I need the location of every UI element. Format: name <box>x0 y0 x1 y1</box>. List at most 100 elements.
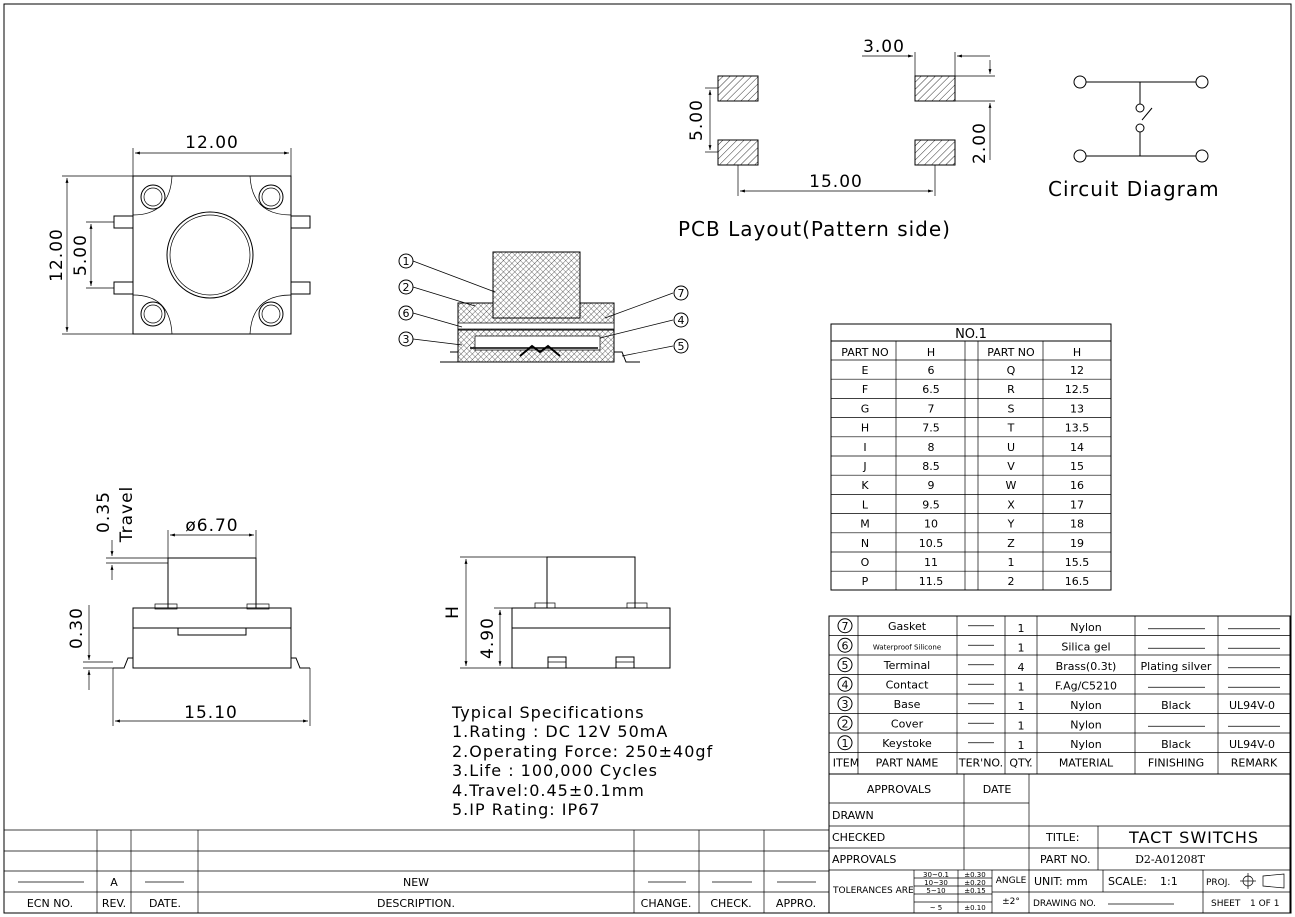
bom-finishing: Black <box>1161 699 1191 712</box>
tol-range: 5~10 <box>926 887 945 895</box>
height-table-cell: 15.5 <box>1065 556 1090 569</box>
tol-range: 30~0.1 <box>923 871 949 879</box>
spec-line: 3.Life : 100,000 Cycles <box>452 761 658 780</box>
height-table-cell: F <box>862 383 868 396</box>
height-table-cell: 9 <box>928 479 935 492</box>
scale-label: SCALE: <box>1108 875 1147 888</box>
spec-line: 5.IP Rating: IP67 <box>452 800 601 819</box>
bom-item-circle <box>837 637 853 653</box>
bom-part-name: Gasket <box>888 620 927 633</box>
height-table-cell: W <box>1006 479 1017 492</box>
height-table-cell: 7 <box>928 402 935 415</box>
pcb-pad-pitch-dim: 5.00 <box>687 99 707 141</box>
height-table-cell: J <box>862 460 866 473</box>
travel-value-dim: 0.35 <box>94 491 114 533</box>
cross-section <box>398 251 689 363</box>
height-table-cell: G <box>861 402 870 415</box>
bom-qty: 4 <box>1018 661 1025 674</box>
rev-value: A <box>110 876 118 889</box>
bom-part-name: Waterproof Silicone <box>873 643 941 651</box>
top-view <box>62 148 311 335</box>
sheet-label: SHEET <box>1211 899 1241 909</box>
date-header: DATE <box>983 783 1012 796</box>
height-table-cell: 7.5 <box>922 422 940 435</box>
tol-value: ±0.10 <box>964 904 985 912</box>
date-header: DATE. <box>149 897 181 910</box>
h-label: H <box>443 605 463 619</box>
bom-qty: 1 <box>1018 700 1025 713</box>
height-table-cell: 12.5 <box>1065 383 1090 396</box>
bom-part-name: Contact <box>886 678 929 691</box>
bom-item-circle <box>837 696 853 712</box>
height-table-cell: 13.5 <box>1065 422 1090 435</box>
specifications: Typical Specifications 1.Rating : DC 12V… <box>451 703 712 819</box>
description-header: DESCRIPTION. <box>377 897 455 910</box>
check-header: CHECK. <box>710 897 751 910</box>
bom-material: Silica gel <box>1061 640 1110 653</box>
bom-item-circle <box>837 735 853 751</box>
callout-6: 6 <box>403 307 410 320</box>
bom-item: 5 <box>842 659 849 672</box>
bom-item: 6 <box>842 639 849 652</box>
height-table-header: PART NO <box>987 346 1035 359</box>
bom-remark: UL94V-0 <box>1229 699 1275 712</box>
tol-range: 10~30 <box>924 879 948 887</box>
bom-part-name: Keystoke <box>882 737 932 750</box>
bom-item: 4 <box>842 678 849 691</box>
bom-header: TER'NO. <box>958 757 1003 770</box>
sheet-value: 1 OF 1 <box>1250 899 1279 909</box>
height-table-cell: Z <box>1007 537 1015 550</box>
callout-3: 3 <box>403 333 410 346</box>
approvals-header: APPROVALS <box>867 783 931 796</box>
spec-line: 1.Rating : DC 12V 50mA <box>452 722 668 741</box>
height-table-cell: R <box>1007 383 1015 396</box>
revision-block <box>4 829 829 913</box>
base-height-dim: 0.30 <box>67 607 87 649</box>
top-height-dim: 12.00 <box>47 228 67 282</box>
height-table-cell: U <box>1007 441 1015 454</box>
proj-label: PROJ. <box>1206 878 1230 888</box>
bom-header: MATERIAL <box>1059 757 1114 770</box>
height-table-cell: 8.5 <box>922 460 940 473</box>
bom-qty: 1 <box>1018 739 1025 752</box>
bom-part-name: Terminal <box>883 659 931 672</box>
bom-item-circle <box>837 618 853 634</box>
height-table-cell: T <box>1007 422 1015 435</box>
callout-2: 2 <box>403 281 410 294</box>
travel-label: Travel <box>117 486 137 544</box>
height-table-cell: N <box>861 537 869 550</box>
height-table-cell: V <box>1007 460 1015 473</box>
pcb-pad-height-dim: 2.00 <box>970 122 990 164</box>
height-table-cell: 1 <box>1008 556 1015 569</box>
bom-qty: 1 <box>1018 680 1025 693</box>
circuit-diagram-title: Circuit Diagram <box>1048 177 1220 201</box>
title-value: TACT SWITCHS <box>1128 828 1259 847</box>
height-table-cell: 11.5 <box>919 575 944 588</box>
bom-qty: 1 <box>1018 719 1025 732</box>
height-table-cell: H <box>861 422 869 435</box>
height-table-cell: I <box>863 441 866 454</box>
top-pin-pitch-dim: 5.00 <box>71 234 91 276</box>
bom-header: REMARK <box>1231 757 1278 770</box>
bom-part-name: Base <box>894 698 921 711</box>
bom-finishing: Plating silver <box>1141 660 1212 673</box>
pcb-layout <box>705 52 995 196</box>
side-view <box>83 530 311 726</box>
height-table-cell: P <box>862 575 869 588</box>
change-header: CHANGE. <box>641 897 692 910</box>
angle-value: ±2° <box>1002 897 1020 907</box>
height-table-header: H <box>927 346 935 359</box>
height-view <box>460 556 671 669</box>
bom-qty: 1 <box>1018 622 1025 635</box>
bom-material: Nylon <box>1070 621 1102 634</box>
callout-7: 7 <box>678 287 685 300</box>
bom-header: PART NAME <box>876 757 939 770</box>
height-table-cell: S <box>1008 402 1015 415</box>
bom-item: 1 <box>842 737 849 750</box>
bom-item: 3 <box>842 698 849 711</box>
height-table-cell: K <box>861 479 869 492</box>
height-table-cell: Y <box>1007 518 1015 531</box>
scale-value: 1:1 <box>1160 875 1178 888</box>
height-table-cell: 6.5 <box>922 383 940 396</box>
